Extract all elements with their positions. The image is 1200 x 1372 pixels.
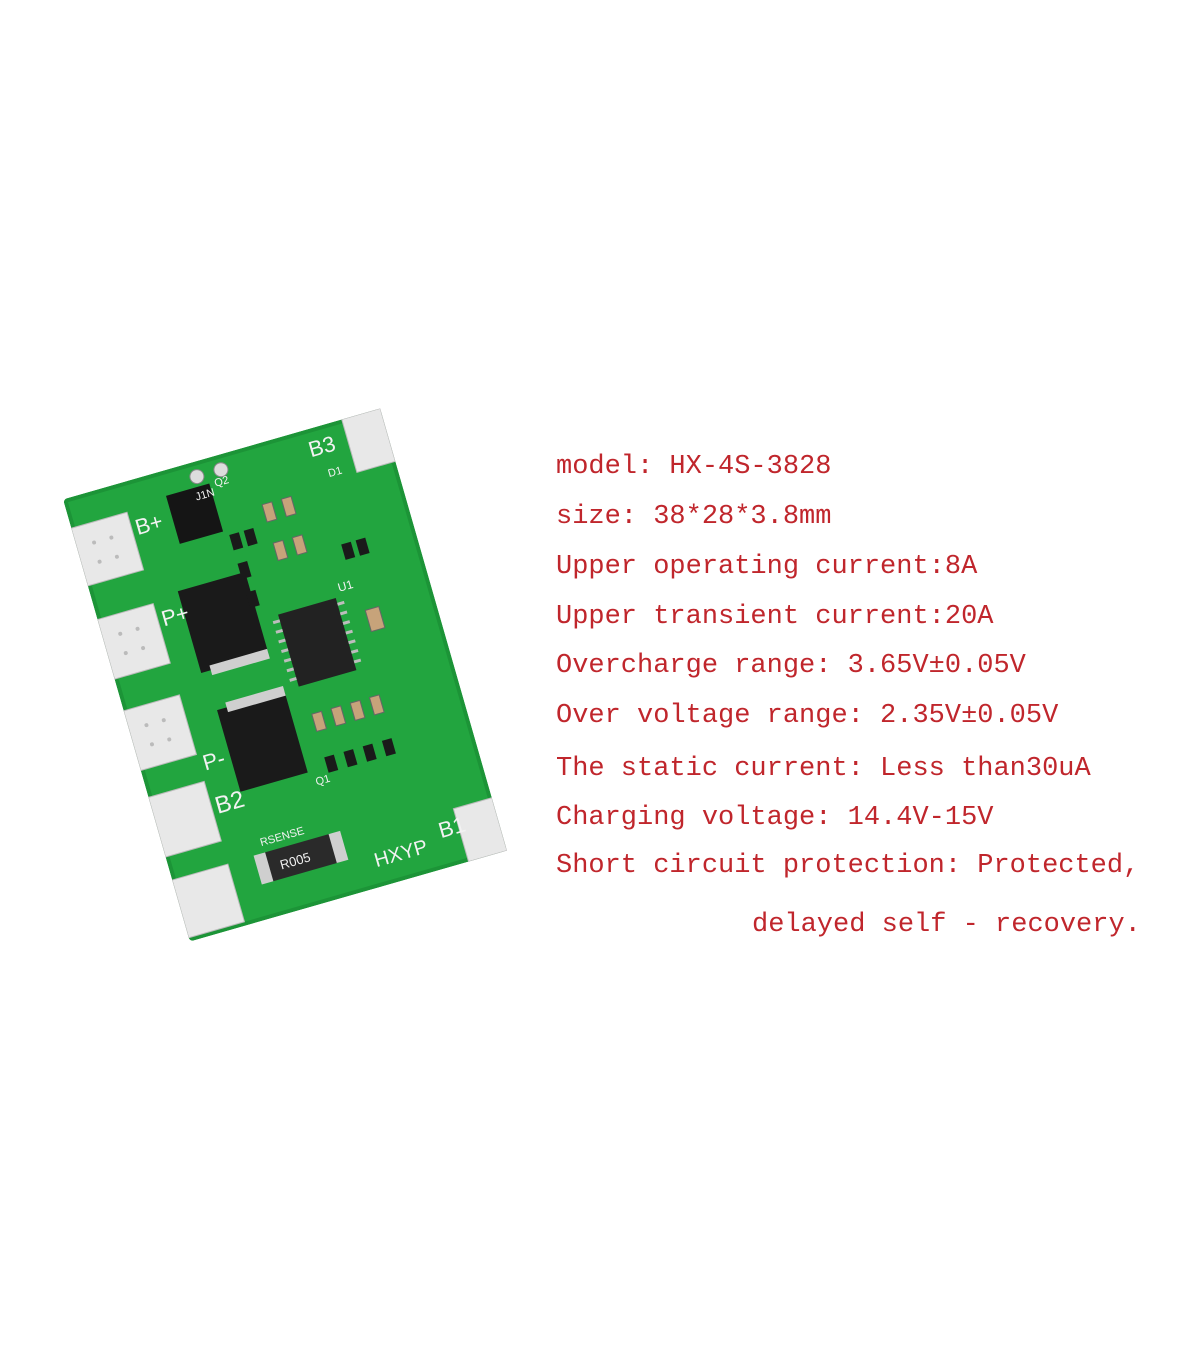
svg-text:Q2: Q2 bbox=[213, 474, 230, 490]
spec-short-circuit-cont: delayed self - recovery. bbox=[752, 910, 1141, 940]
svg-text:U1: U1 bbox=[336, 577, 355, 595]
sense-resistor bbox=[263, 833, 339, 882]
mosfet-q2 bbox=[177, 572, 269, 674]
spec-static-current: The static current: Less than30uA bbox=[556, 754, 1091, 784]
spec-charging-voltage: Charging voltage: 14.4V-15V bbox=[556, 803, 994, 833]
svg-text:Q1: Q1 bbox=[314, 773, 331, 789]
spec-over-voltage: Over voltage range: 2.35V±0.05V bbox=[556, 701, 1059, 731]
spec-size: size: 38*28*3.8mm bbox=[556, 502, 832, 532]
pcb-product-photo: B+ P+ P- B2 B3 B1 HXYP RSENSE R005 U1 J1… bbox=[63, 408, 508, 941]
mosfet-q1 bbox=[217, 690, 308, 792]
ic-u1 bbox=[278, 598, 357, 687]
capacitors bbox=[261, 495, 386, 733]
resistors bbox=[229, 528, 396, 773]
diode-component bbox=[166, 483, 224, 544]
spec-short-circuit: Short circuit protection: Protected, bbox=[556, 851, 1140, 881]
solder-pads bbox=[70, 408, 508, 939]
spec-transient-current: Upper transient current:20A bbox=[556, 602, 994, 632]
spec-overcharge: Overcharge range: 3.65V±0.05V bbox=[556, 651, 1026, 681]
svg-text:J1N: J1N bbox=[194, 487, 216, 504]
spec-model: model: HX-4S-3828 bbox=[556, 452, 832, 482]
spec-operating-current: Upper operating current:8A bbox=[556, 552, 978, 582]
svg-text:D1: D1 bbox=[327, 465, 344, 480]
